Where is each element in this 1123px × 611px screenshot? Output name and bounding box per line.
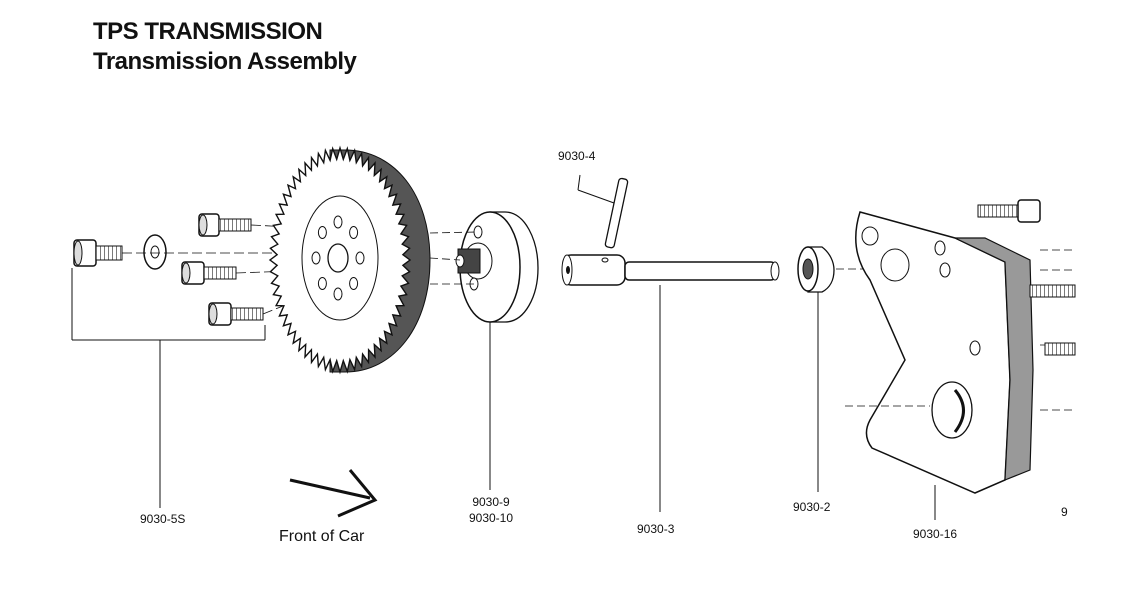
callout-pin: 9030-4: [558, 149, 596, 163]
callout-hub: 9030-9 9030-10: [463, 494, 519, 526]
front-of-car-arrow: [289, 469, 378, 518]
center-lines-hub: [429, 231, 479, 285]
hub: [455, 211, 539, 323]
plate-screw-middle: [1029, 284, 1076, 298]
callout-screws: 9030-5S: [140, 512, 186, 526]
diagram-subtitle: Transmission Assembly: [93, 48, 357, 75]
gear-bolt-hole: [311, 251, 321, 265]
washer: [143, 234, 167, 270]
screw-callout-bracket: [71, 268, 266, 508]
front-of-car-label: Front of Car: [279, 528, 365, 545]
screw-bottom: [208, 302, 264, 326]
callout-bearing: 9030-2: [793, 500, 831, 514]
plate-screw-top: [977, 199, 1041, 223]
gear-bolt-hole: [349, 226, 359, 239]
bearing: [797, 246, 835, 293]
gear-bolt-hole: [355, 251, 365, 265]
shaft: [561, 254, 780, 286]
callout-shaft: 9030-3: [637, 522, 675, 536]
callout-plate: 9030-16: [913, 527, 958, 541]
plate-screw-lower: [1044, 342, 1076, 356]
gear-bolt-hole: [333, 215, 343, 229]
mounting-plate: [855, 211, 1034, 494]
pin: [577, 174, 629, 249]
spur-gear: [268, 145, 431, 375]
screw-middle: [181, 261, 237, 285]
gear-bolt-hole: [317, 277, 327, 290]
callout-partial: 9: [1061, 505, 1068, 519]
callout-hub-b: 9030-10: [468, 511, 514, 525]
diagram-title: TPS TRANSMISSION: [93, 18, 323, 45]
screw-top: [198, 213, 252, 237]
gear-bolt-hole: [349, 277, 359, 290]
screw-left: [73, 239, 123, 267]
gear-bolt-hole: [317, 226, 327, 239]
gear-bolt-hole: [333, 287, 343, 301]
callout-hub-a: 9030-9: [472, 495, 510, 509]
